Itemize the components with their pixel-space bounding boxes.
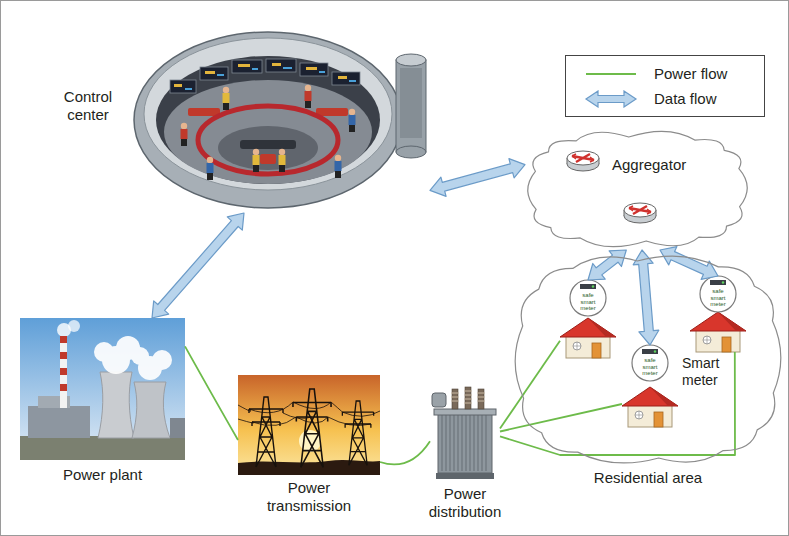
cloud-outline-path [515, 256, 781, 463]
power-distribution: Power distribution [430, 383, 500, 480]
power-plant: Power plant [20, 318, 185, 460]
cloud-outline-path [528, 131, 747, 246]
residential-cloud: Residential areasafe smart metersafe sma… [512, 252, 784, 467]
node-label: Control center [52, 88, 124, 124]
meter-text: safe smart meter [638, 357, 662, 377]
data-flow-arrow [430, 159, 525, 197]
power-flow-line [380, 441, 430, 464]
power-flow-line [500, 404, 622, 432]
transformer-illustration [432, 387, 496, 479]
legend-sample [584, 90, 640, 108]
control-center: Control center [130, 8, 430, 213]
smart-meter-house: safe smart meter [690, 276, 746, 352]
node-label: Residential area [563, 469, 733, 487]
legend-row: Power flow [566, 63, 764, 85]
data-flow-arrow [633, 250, 659, 345]
meter-text: safe smart meter [706, 288, 730, 308]
legend-label: Power flow [654, 65, 727, 83]
legend-box: Power flowData flow [565, 55, 765, 117]
node-label: Power distribution [419, 485, 511, 521]
legend-sample [584, 65, 640, 83]
power-flow-line [185, 346, 238, 440]
power-transmission: Power transmission [238, 375, 380, 475]
transmission-photo [238, 375, 380, 475]
power-flow-line [500, 352, 735, 455]
node-label: Power plant [23, 466, 183, 484]
node-label: Aggregator [612, 156, 722, 174]
power-flow-line [500, 341, 560, 429]
power-plant-photo [20, 318, 185, 460]
smart-meter-house: safe smart meter [560, 280, 616, 358]
node-label: Smart meter [682, 355, 728, 389]
meter-text: safe smart meter [576, 292, 600, 312]
legend-label: Data flow [654, 90, 717, 108]
houses-with-meters [560, 276, 746, 427]
data-flow-arrow [588, 250, 626, 280]
control-room-illustration [134, 32, 426, 208]
aggregator-cloud: Aggregator [525, 128, 750, 250]
legend-row: Data flow [566, 88, 764, 110]
node-label: Power transmission [257, 479, 361, 515]
cloud-outline [525, 128, 750, 250]
smart-meter-house: safe smart meterSmart meter [622, 345, 678, 427]
data-flow-arrow [152, 213, 244, 318]
